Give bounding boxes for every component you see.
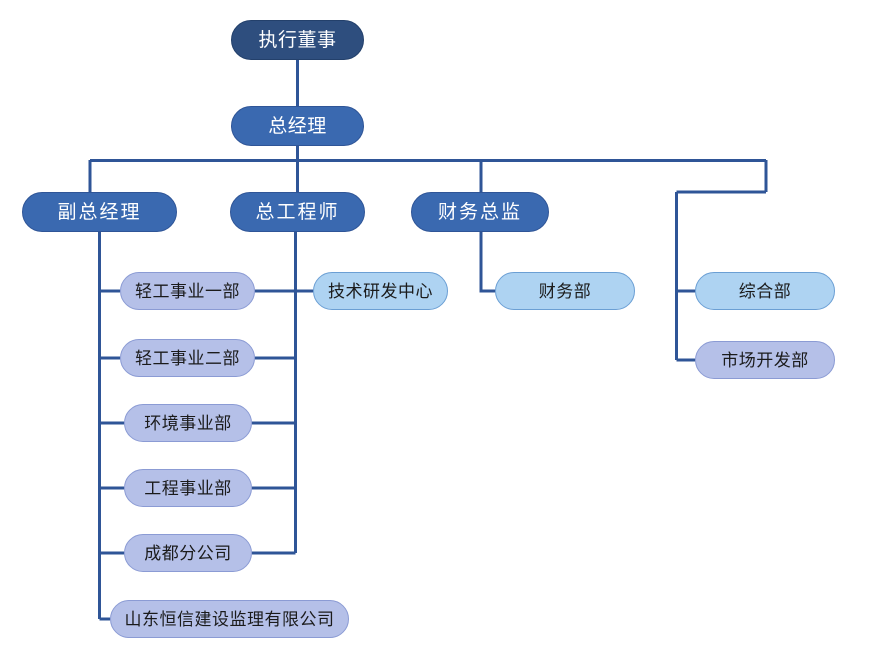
org-node-label: 工程事业部 bbox=[144, 478, 232, 498]
org-node-rnd[interactable]: 技术研发中心 bbox=[313, 272, 448, 310]
org-node-general[interactable]: 综合部 bbox=[695, 272, 835, 310]
org-node-label: 技术研发中心 bbox=[328, 281, 433, 301]
org-node-label: 山东恒信建设监理有限公司 bbox=[124, 609, 335, 629]
org-node-finance[interactable]: 财务部 bbox=[495, 272, 635, 310]
org-node-hengxin[interactable]: 山东恒信建设监理有限公司 bbox=[110, 600, 349, 638]
org-node-label: 市场开发部 bbox=[721, 350, 809, 370]
org-node-light1[interactable]: 轻工事业一部 bbox=[120, 272, 255, 310]
org-node-label: 综合部 bbox=[738, 281, 792, 301]
org-node-exec[interactable]: 执行董事 bbox=[231, 20, 364, 60]
org-node-env[interactable]: 环境事业部 bbox=[124, 404, 252, 442]
org-node-gm[interactable]: 总经理 bbox=[231, 106, 364, 146]
org-node-market[interactable]: 市场开发部 bbox=[695, 341, 835, 379]
org-node-light2[interactable]: 轻工事业二部 bbox=[120, 339, 255, 377]
org-node-label: 执行董事 bbox=[258, 29, 337, 51]
org-node-label: 总工程师 bbox=[255, 201, 340, 223]
org-node-label: 副总经理 bbox=[57, 201, 142, 223]
org-node-label: 轻工事业二部 bbox=[135, 348, 240, 368]
org-node-chengdu[interactable]: 成都分公司 bbox=[124, 534, 252, 572]
org-node-engineering[interactable]: 工程事业部 bbox=[124, 469, 252, 507]
org-node-label: 总经理 bbox=[268, 115, 327, 137]
org-node-label: 轻工事业一部 bbox=[135, 281, 240, 301]
org-node-label: 财务部 bbox=[538, 281, 592, 301]
edge-cfo-to-finance bbox=[479, 232, 495, 293]
org-node-label: 成都分公司 bbox=[144, 543, 232, 563]
org-node-chief_eng[interactable]: 总工程师 bbox=[230, 192, 365, 232]
org-node-cfo[interactable]: 财务总监 bbox=[411, 192, 549, 232]
org-node-label: 财务总监 bbox=[437, 201, 522, 223]
org-node-label: 环境事业部 bbox=[144, 413, 232, 433]
org-node-deputy_gm[interactable]: 副总经理 bbox=[22, 192, 177, 232]
